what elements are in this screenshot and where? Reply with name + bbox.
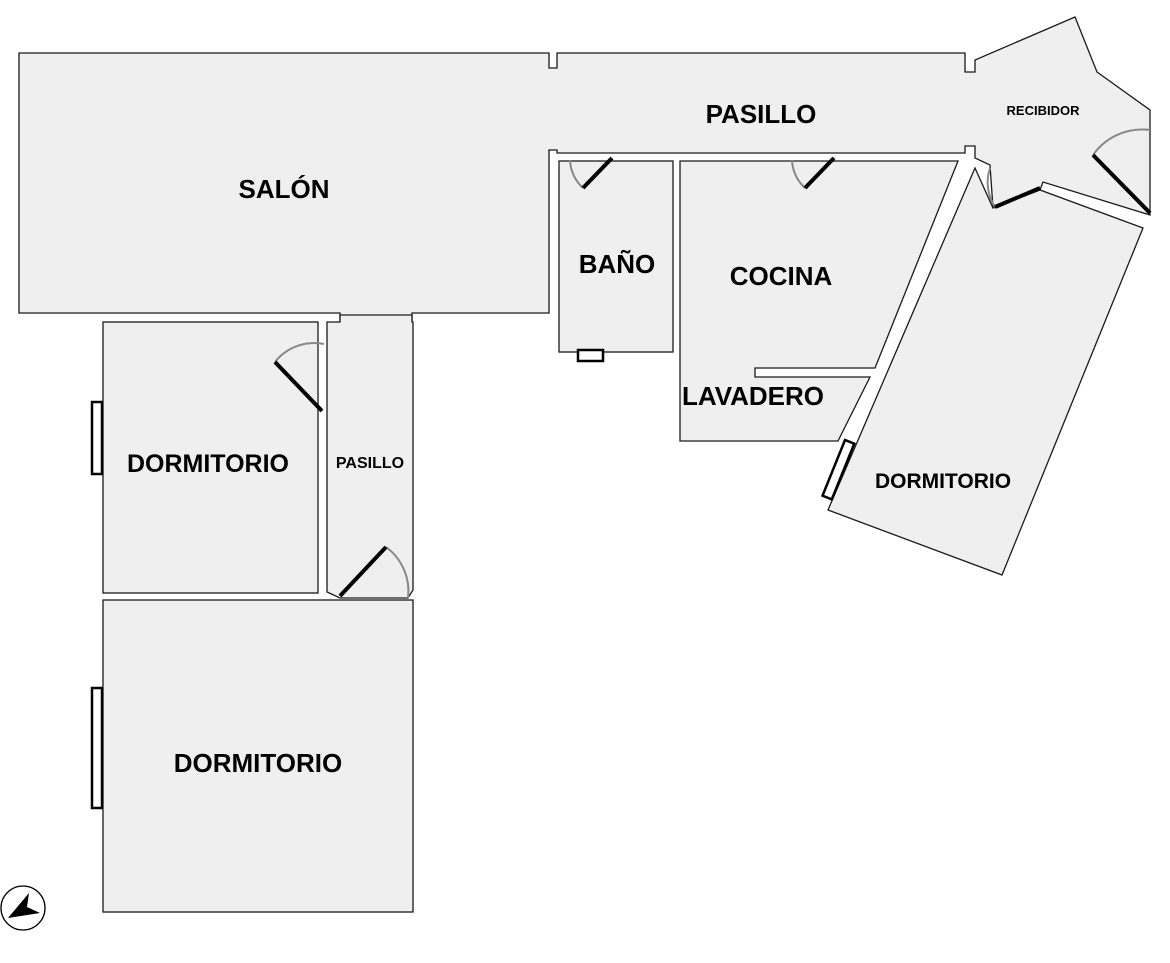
room-label-cocina: COCINA bbox=[730, 261, 833, 291]
door bbox=[986, 167, 1041, 209]
window bbox=[90, 400, 104, 476]
room-label-recibidor: RECIBIDOR bbox=[1007, 103, 1081, 118]
cocina-lavadero-area bbox=[679, 160, 959, 442]
room-label-dormitorio: DORMITORIO bbox=[174, 748, 343, 778]
door bbox=[791, 156, 836, 190]
room-label-pasillo: PASILLO bbox=[706, 99, 817, 129]
room-label-dormitorio: DORMITORIO bbox=[875, 470, 1011, 493]
dormitorio-left-bottom-area bbox=[102, 599, 414, 913]
room-label-dormitorio: DORMITORIO bbox=[127, 450, 289, 478]
north-arrow-icon bbox=[0, 885, 46, 931]
pasillo-small-area bbox=[326, 314, 414, 599]
dormitorio-right-area bbox=[827, 166, 1144, 576]
room-label-bano: BAÑO bbox=[579, 249, 656, 279]
room-label-salon: SALÓN bbox=[239, 174, 330, 204]
window bbox=[820, 438, 856, 502]
room-label-lavadero: LAVADERO bbox=[682, 381, 824, 411]
window bbox=[90, 686, 104, 810]
bano-area bbox=[558, 160, 674, 353]
door bbox=[569, 156, 614, 190]
door bbox=[273, 342, 325, 413]
door bbox=[338, 545, 410, 599]
room-label-pasillo: PASILLO bbox=[336, 455, 404, 472]
window bbox=[576, 348, 605, 363]
door bbox=[1091, 128, 1152, 215]
